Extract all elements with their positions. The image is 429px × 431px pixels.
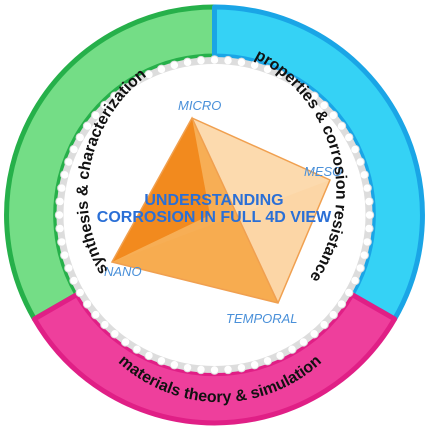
scallop-bump — [275, 350, 285, 361]
scallop-bump — [298, 83, 309, 93]
scallop-bump — [100, 319, 110, 330]
scallop-bump — [100, 100, 110, 111]
scallop-bump — [91, 110, 101, 121]
scallop-bump — [364, 196, 374, 207]
scallop-bump — [110, 91, 120, 101]
scallop-bump — [236, 362, 247, 373]
scallop-bump — [262, 64, 273, 75]
scallop-bump — [132, 76, 142, 86]
scallop-bump — [54, 210, 65, 220]
scallop-bump — [120, 83, 131, 93]
center-title-line1: UNDERSTANDING — [144, 192, 283, 209]
scallop-bump — [196, 55, 206, 66]
scallop-bump — [236, 57, 247, 68]
scallop-bump — [75, 132, 85, 143]
scallop-bump — [132, 344, 142, 354]
scallop-bump — [355, 263, 365, 273]
tetrahedron-edges — [110, 116, 331, 304]
scallop-bump — [223, 55, 233, 66]
scallop-bump — [319, 100, 329, 111]
scallop-bump — [209, 365, 220, 375]
scallop-bump — [169, 60, 180, 70]
scallop-bump — [350, 275, 360, 286]
scallop-bump — [262, 355, 273, 366]
scallop-bump — [309, 91, 319, 101]
scallop-bump — [57, 237, 67, 247]
scallop-bump — [182, 57, 193, 68]
scallop-bump — [91, 309, 101, 320]
scallop-bump — [182, 362, 193, 373]
scallop-bump — [64, 263, 74, 273]
scallop-bump — [355, 157, 365, 167]
scallop-bump — [359, 250, 369, 260]
vertex-label-nano: NANO — [104, 264, 142, 279]
scallop-bump — [75, 287, 85, 298]
tetrahedron — [110, 116, 331, 304]
vertex-label-meso: MESO — [304, 164, 342, 179]
scallop-bump — [364, 210, 375, 220]
scallop-bump — [336, 299, 347, 309]
scallop-bump — [275, 69, 285, 80]
scallop-bump — [364, 223, 374, 234]
scallop-bump — [328, 309, 338, 320]
scallop-bump — [156, 64, 167, 75]
scallop-bump — [319, 319, 329, 330]
scallop-bump — [60, 170, 70, 180]
scallop-bump — [156, 355, 167, 366]
scallop-bump — [362, 183, 372, 193]
vertex-label-temporal: TEMPORAL — [226, 311, 298, 326]
scallop-bump — [298, 337, 309, 347]
scallop-bump — [169, 360, 180, 370]
scallop-bump — [287, 76, 297, 86]
scallop-bump — [82, 121, 93, 131]
tetrahedron-front-face — [112, 118, 210, 262]
scallop-bump — [344, 132, 354, 143]
scallop-bump — [64, 157, 74, 167]
scallop-bump — [69, 144, 79, 155]
scallop-bump — [328, 110, 338, 121]
scallop-bump — [336, 121, 347, 131]
scallop-bump — [362, 237, 372, 247]
scallop-bump — [309, 329, 319, 339]
scallop-bump — [55, 196, 65, 207]
scallop-bump — [196, 364, 206, 375]
scallop-bump — [69, 275, 79, 286]
scallop-bump — [110, 329, 120, 339]
scallop-bump — [350, 144, 360, 155]
scallop-bump — [144, 350, 154, 361]
scallop-bump — [223, 364, 233, 375]
scallop-bump — [344, 287, 354, 298]
scallop-bump — [249, 360, 260, 370]
center-title-line2: CORROSION IN FULL 4D VIEW — [97, 209, 332, 226]
scallop-bump — [287, 344, 297, 354]
scallop-bump — [144, 69, 154, 80]
scallop-bump — [60, 250, 70, 260]
vertex-label-micro: MICRO — [178, 98, 221, 113]
scallop-bump — [120, 337, 131, 347]
scallop-bump — [82, 299, 93, 309]
scallop-bump — [359, 170, 369, 180]
scallop-bump — [57, 183, 67, 193]
scallop-bump — [209, 55, 220, 65]
scallop-bump — [55, 223, 65, 234]
